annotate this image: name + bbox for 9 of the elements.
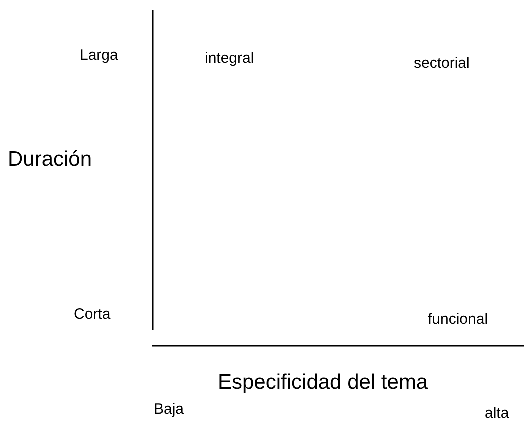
axis-tick-label: Larga — [80, 47, 118, 66]
quadrant-label: funcional — [428, 311, 488, 330]
axis-tick-label: Corta — [74, 306, 111, 325]
axis-title: Especificidad del tema — [218, 370, 428, 396]
axis-tick-label: Baja — [154, 401, 184, 420]
quadrant-label: sectorial — [414, 55, 470, 74]
quadrant-label: integral — [205, 50, 254, 69]
axis-title: Duración — [8, 147, 92, 173]
axis-tick-label: alta — [485, 405, 510, 424]
